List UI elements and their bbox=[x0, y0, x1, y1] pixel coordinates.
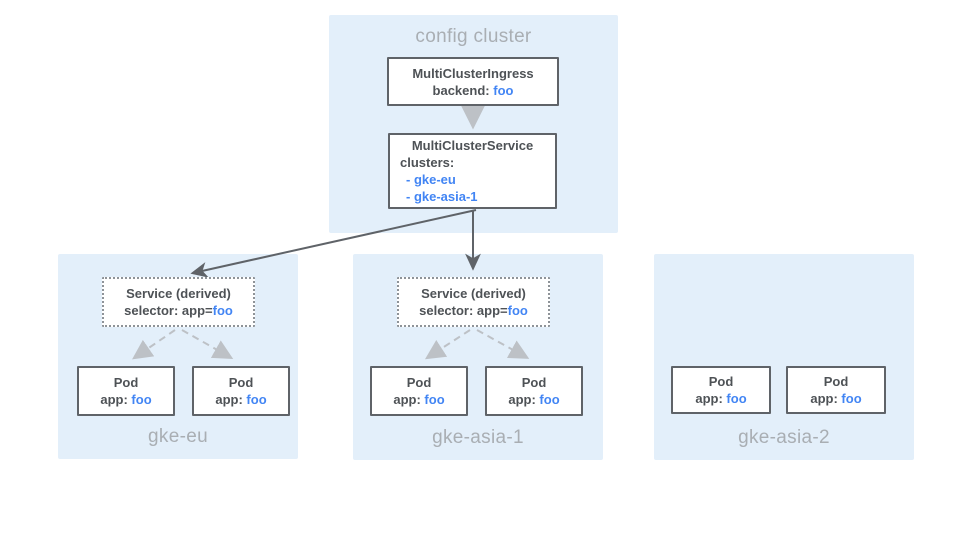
pod-app: app: foo bbox=[100, 392, 152, 407]
backend-value: foo bbox=[493, 82, 514, 98]
pod-box-gke-asia-2-2: Pod app: foo bbox=[786, 366, 886, 414]
cluster-label-gke-asia-2: gke-asia-2 bbox=[738, 427, 830, 448]
pod-app-value: foo bbox=[841, 391, 862, 406]
multi-cluster-ingress-name: MultiClusterIngress bbox=[412, 65, 534, 81]
pod-box-gke-asia-1-1: Pod app: foo bbox=[370, 366, 468, 416]
pod-app-value: foo bbox=[539, 392, 560, 407]
pod-box-gke-asia-1-2: Pod app: foo bbox=[485, 366, 583, 416]
multi-cluster-ingress-backend: backend: foo bbox=[432, 82, 514, 98]
pod-box-gke-asia-2-1: Pod app: foo bbox=[671, 366, 771, 414]
derived-service-selector: selector: app=foo bbox=[419, 303, 528, 318]
derived-service-title: Service (derived) bbox=[126, 286, 231, 301]
pod-title: Pod bbox=[708, 374, 734, 389]
pod-title: Pod bbox=[406, 375, 432, 390]
pod-app: app: foo bbox=[508, 392, 560, 407]
derived-service-box-gke-eu: Service (derived) selector: app=foo bbox=[102, 277, 255, 327]
pod-app: app: foo bbox=[393, 392, 445, 407]
derived-service-title: Service (derived) bbox=[421, 286, 526, 301]
multi-cluster-service-box: MultiClusterService clusters: - gke-eu -… bbox=[388, 133, 557, 209]
pod-box-gke-eu-2: Pod app: foo bbox=[192, 366, 290, 416]
cluster-region-gke-asia-2: gke-asia-2 bbox=[654, 254, 914, 460]
multi-cluster-service-name: MultiClusterService bbox=[411, 138, 534, 153]
pod-app: app: foo bbox=[215, 392, 267, 407]
derived-service-box-gke-asia-1: Service (derived) selector: app=foo bbox=[397, 277, 550, 327]
config-cluster-title: config cluster bbox=[415, 26, 532, 47]
cluster-item-gke-asia-1: - gke-asia-1 bbox=[406, 189, 478, 204]
pod-app-value: foo bbox=[131, 392, 152, 407]
cluster-label-gke-eu: gke-eu bbox=[148, 426, 208, 447]
pod-box-gke-eu-1: Pod app: foo bbox=[77, 366, 175, 416]
cluster-label-gke-asia-1: gke-asia-1 bbox=[432, 427, 524, 448]
pod-app-value: foo bbox=[726, 391, 747, 406]
pod-app: app: foo bbox=[810, 391, 862, 406]
selector-value: foo bbox=[212, 303, 233, 318]
cluster-region-gke-asia-1: gke-asia-1 bbox=[353, 254, 603, 460]
pod-title: Pod bbox=[113, 375, 139, 390]
pod-title: Pod bbox=[823, 374, 849, 389]
multi-cluster-ingress-box: MultiClusterIngress backend: foo bbox=[387, 57, 559, 106]
pod-title: Pod bbox=[521, 375, 547, 390]
pod-title: Pod bbox=[228, 375, 254, 390]
selector-value: foo bbox=[507, 303, 528, 318]
derived-service-selector: selector: app=foo bbox=[124, 303, 233, 318]
pod-app-value: foo bbox=[424, 392, 445, 407]
pod-app-value: foo bbox=[246, 392, 267, 407]
pod-app: app: foo bbox=[695, 391, 747, 406]
cluster-item-gke-eu: - gke-eu bbox=[406, 172, 456, 187]
clusters-label: clusters: bbox=[400, 155, 455, 170]
